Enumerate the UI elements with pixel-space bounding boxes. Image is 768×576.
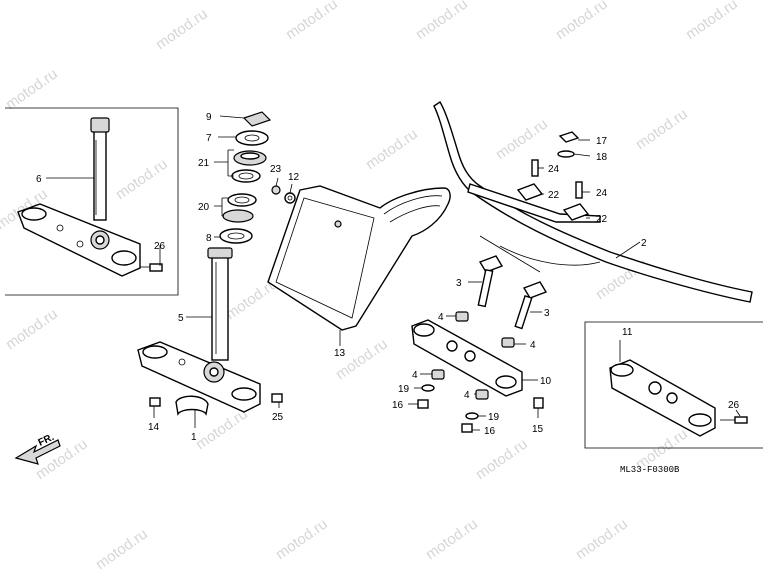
inset-top-bridge-alt xyxy=(584,321,763,449)
callout-16: 16 xyxy=(484,426,496,437)
small-hardware xyxy=(417,311,515,433)
callout-22: 22 xyxy=(548,190,560,201)
callout-23: 23 xyxy=(270,164,282,175)
callout-12: 12 xyxy=(288,172,300,183)
callout-4: 4 xyxy=(464,390,470,401)
top-bridge xyxy=(411,319,544,409)
watermark: motod.ru xyxy=(333,335,391,383)
callout-19: 19 xyxy=(488,412,500,423)
callout-5: 5 xyxy=(178,313,184,324)
callout-25: 25 xyxy=(272,412,284,423)
callout-17: 17 xyxy=(596,136,608,147)
watermark: motod.ru xyxy=(473,435,531,483)
callout-10: 10 xyxy=(540,376,552,387)
callout-24: 24 xyxy=(548,164,560,175)
watermark: motod.ru xyxy=(423,515,481,563)
watermark: motod.ru xyxy=(413,0,471,43)
watermark: motod.ru xyxy=(553,0,611,43)
callout-26: 26 xyxy=(154,241,166,252)
watermark: motod.ru xyxy=(193,405,251,453)
watermark: motod.ru xyxy=(153,5,211,53)
number-plate xyxy=(267,185,451,331)
handlebar-holders xyxy=(477,255,548,330)
watermark: motod.ru xyxy=(363,125,421,173)
upper-clamps xyxy=(516,131,590,221)
callout-4: 4 xyxy=(438,312,444,323)
callout-18: 18 xyxy=(596,152,608,163)
callout-labels: 6 26 5 1 14 25 9 7 21 20 8 23 12 13 2 3 … xyxy=(36,112,740,443)
handlebar xyxy=(433,101,753,303)
leader-lines xyxy=(46,115,741,431)
callout-6: 6 xyxy=(36,174,42,185)
callout-20: 20 xyxy=(198,202,210,213)
callout-19: 19 xyxy=(398,384,410,395)
watermark: motod.ru xyxy=(113,155,171,203)
diagram-code: ML33-F0300B xyxy=(620,465,680,475)
steering-stem-assembly xyxy=(137,247,283,416)
watermark: motod.ru xyxy=(3,305,61,353)
callout-2: 2 xyxy=(641,238,647,249)
callout-22: 22 xyxy=(596,214,608,225)
watermark: motod.ru xyxy=(283,0,341,43)
callout-15: 15 xyxy=(532,424,544,435)
watermark: motod.ru xyxy=(633,105,691,153)
callout-1: 1 xyxy=(191,432,197,443)
callout-7: 7 xyxy=(206,133,212,144)
callout-4: 4 xyxy=(530,340,536,351)
front-direction-arrow: FR. xyxy=(14,432,61,465)
callout-14: 14 xyxy=(148,422,160,433)
callout-4: 4 xyxy=(412,370,418,381)
callout-3: 3 xyxy=(456,278,462,289)
callout-21: 21 xyxy=(198,158,210,169)
callout-13: 13 xyxy=(334,348,346,359)
callout-9: 9 xyxy=(206,112,212,123)
watermark: motod.ru xyxy=(3,65,61,113)
watermark: motod.ru xyxy=(573,515,631,563)
callout-24: 24 xyxy=(596,188,608,199)
watermark: motod.ru xyxy=(273,515,331,563)
callout-11: 11 xyxy=(622,327,633,338)
callout-8: 8 xyxy=(206,233,212,244)
watermark: motod.ru xyxy=(683,0,741,43)
inset-steering-stem-alt xyxy=(5,107,179,296)
watermark: motod.ru xyxy=(93,525,151,573)
bearing-stack xyxy=(219,111,296,244)
callout-26: 26 xyxy=(728,400,740,411)
callout-16: 16 xyxy=(392,400,404,411)
watermark: motod.ru xyxy=(493,115,551,163)
callout-3: 3 xyxy=(544,308,550,319)
